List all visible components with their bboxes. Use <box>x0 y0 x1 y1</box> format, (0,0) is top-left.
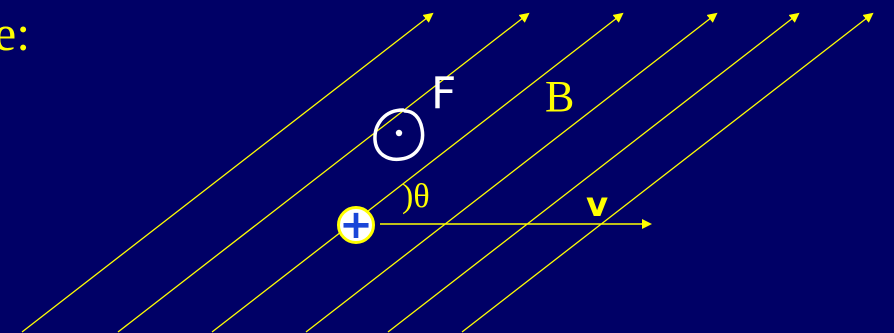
field-line <box>305 12 718 333</box>
angle-label: )θ <box>402 178 430 215</box>
field-line <box>117 12 530 333</box>
field-lines <box>21 12 874 333</box>
positive-charge-icon: + <box>337 202 375 248</box>
field-line <box>461 12 874 333</box>
field-line <box>211 12 624 333</box>
field-line <box>21 12 434 333</box>
dot-in-circle-icon <box>373 108 425 162</box>
force-label: F <box>431 68 456 119</box>
charge-sign: + <box>339 202 373 248</box>
field-label: B <box>545 72 574 121</box>
velocity-label: v <box>586 185 608 225</box>
field-line <box>387 12 800 333</box>
heading-fragment: e: <box>0 5 30 61</box>
